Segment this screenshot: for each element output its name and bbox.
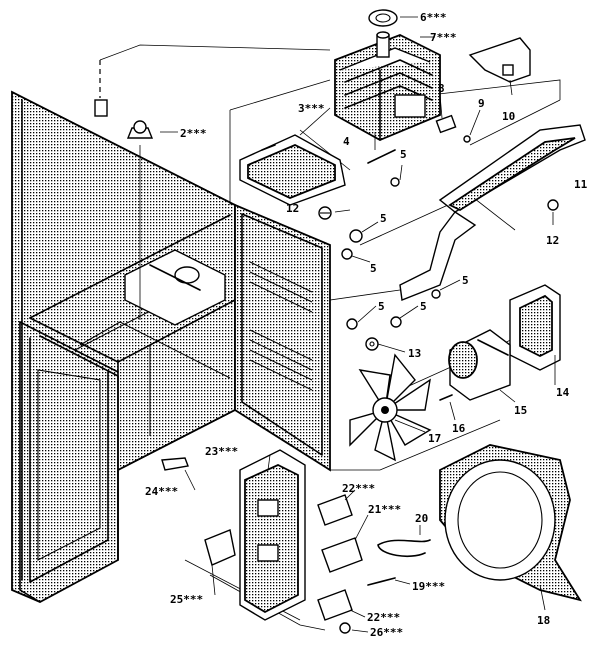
callout-labels: 2*** 3*** 4 5 5 5 5 5 5 6*** 7*** 8 9 10… xyxy=(145,11,588,639)
part-24-lever xyxy=(161,457,189,471)
part-23-switch-holder xyxy=(239,449,306,621)
part-15-fan-motor xyxy=(448,329,511,401)
part-13-washer xyxy=(365,337,379,351)
callout-10: 10 xyxy=(502,110,515,123)
callout-9: 9 xyxy=(478,97,485,110)
callout-5-magnetron: 5 xyxy=(400,148,407,161)
callout-leaders xyxy=(160,16,556,633)
callout-3: 3*** xyxy=(298,102,325,115)
callout-26: 26*** xyxy=(370,626,403,639)
callout-5-upper: 5 xyxy=(380,212,387,225)
callout-18: 18 xyxy=(537,614,550,627)
callout-17: 17 xyxy=(428,432,441,445)
callout-7: 7*** xyxy=(430,31,457,44)
callout-22-bottom: 22*** xyxy=(367,611,400,624)
callout-8: 8 xyxy=(438,82,445,95)
callout-5-rail: 5 xyxy=(462,274,469,287)
callout-19: 19*** xyxy=(412,580,445,593)
callout-25: 25*** xyxy=(170,593,203,606)
callout-12-right: 12 xyxy=(546,234,559,247)
part-21-switch xyxy=(321,537,363,573)
part-6-antenna-cap xyxy=(368,9,398,58)
screws-5 xyxy=(341,177,441,330)
part-22-switch-top xyxy=(317,494,353,526)
callout-23: 23*** xyxy=(205,445,238,458)
callout-21: 21*** xyxy=(368,503,401,516)
part-20-wire xyxy=(377,539,431,557)
waveguide-bracket xyxy=(124,249,226,326)
part-clip-top xyxy=(94,99,108,117)
part-18-fan-shroud xyxy=(439,444,582,602)
callout-5-right: 5 xyxy=(420,300,427,313)
cabinet-side-panel xyxy=(234,203,331,472)
part-14-motor-bracket xyxy=(509,284,561,371)
callout-13: 13 xyxy=(408,347,421,360)
callout-14: 14 xyxy=(556,386,570,399)
cavity-outline xyxy=(117,299,236,471)
part-17-fan-blade xyxy=(349,353,432,462)
part-7-magnetron xyxy=(334,34,441,141)
part-19-screw xyxy=(367,577,396,586)
part-4-pin xyxy=(367,149,396,164)
callout-15: 15 xyxy=(514,404,527,417)
callout-6: 6*** xyxy=(420,11,447,24)
part-2-clip xyxy=(126,120,154,139)
callout-24: 24*** xyxy=(145,485,178,498)
part-12-screw-left xyxy=(318,206,332,220)
callout-12-left: 12 xyxy=(286,202,299,215)
callout-20: 20 xyxy=(415,512,428,525)
part-9-screw xyxy=(463,135,471,143)
callout-5-middle: 5 xyxy=(370,262,377,275)
part-8-thermal-cutout xyxy=(435,114,457,134)
part-3-waveguide-cover xyxy=(239,134,346,206)
part-22-switch-bottom xyxy=(317,589,353,621)
part-11-rail xyxy=(399,124,586,301)
callout-4: 4 xyxy=(343,135,350,148)
part-25-bracket xyxy=(204,529,236,566)
callout-16: 16 xyxy=(452,422,466,435)
callout-5-left: 5 xyxy=(378,300,385,313)
callout-2: 2*** xyxy=(180,127,207,140)
part-12-screw-right xyxy=(547,199,559,211)
cabinet-wall-panel xyxy=(11,90,236,603)
callout-11: 11 xyxy=(574,178,588,191)
part-10-bracket xyxy=(468,37,531,83)
part-26-screw xyxy=(339,622,351,634)
part-16-pin xyxy=(439,394,453,401)
callout-22-top: 22*** xyxy=(342,482,375,495)
